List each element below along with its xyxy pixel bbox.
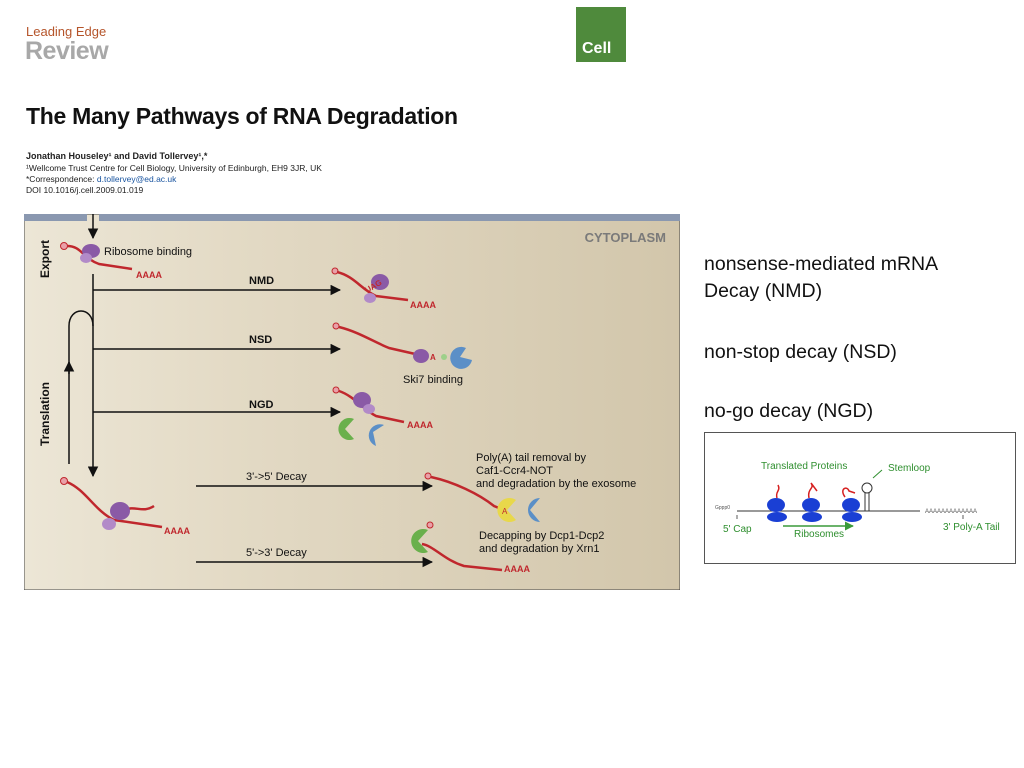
ribosome-small-1 — [767, 512, 787, 522]
paper-authors: Jonathan Houseley¹ and David Tollervey¹,… — [26, 151, 208, 161]
cap-label: 5' Cap — [723, 524, 752, 535]
ribosome-ngd — [353, 392, 371, 408]
caf1-ccr4 — [497, 498, 516, 522]
caption-nmd: nonsense-mediated mRNA Decay (NMD) — [704, 251, 938, 305]
cap-code: Gppp0 — [715, 505, 730, 511]
correspondence-email[interactable]: d.tollervey@ed.ac.uk — [96, 174, 177, 184]
correspondence-label: *Correspondence: — [26, 174, 97, 184]
polya-5-3: AAAA — [504, 564, 530, 574]
ribosome-nmd-small — [364, 293, 376, 303]
cap-3-5 — [424, 472, 432, 480]
ribosome-large-1 — [767, 498, 785, 512]
ribosome-large-3 — [842, 498, 860, 512]
paper-correspondence: *Correspondence: d.tollervey@ed.ac.uk — [26, 174, 176, 185]
paper-title: The Many Pathways of RNA Degradation — [26, 103, 458, 129]
protein-2 — [807, 482, 818, 499]
translation-inset: Translated Proteins Stemloop Gppp0 AAAAA… — [704, 432, 1016, 564]
cell-logo: Cell — [576, 7, 626, 62]
decay-3-5-label: 3'->5' Decay — [246, 471, 307, 483]
xrn1-ngd — [338, 418, 354, 440]
polya-removal-line3: and degradation by the exosome — [476, 478, 636, 490]
exosome-nsd — [450, 346, 472, 369]
protein-3 — [842, 487, 856, 498]
exosome-3-5 — [528, 498, 540, 522]
decapping-line2: and degradation by Xrn1 — [479, 543, 599, 555]
leading-edge-label: Leading Edge — [26, 24, 107, 39]
polya-tail-label: 3' Poly-A Tail — [943, 522, 1000, 533]
stemloop-label: Stemloop — [888, 463, 931, 474]
cell-logo-text: Cell — [582, 40, 612, 57]
rna-degradation-figure: CYTOPLASM Export Translation Ribosome bi… — [24, 214, 680, 590]
ribosome-top-small — [80, 253, 92, 263]
ribosome-large-2 — [802, 498, 820, 512]
caption-nmd-line1: nonsense-mediated mRNA — [704, 253, 939, 275]
caption-nmd-line2: Decay (NMD) — [704, 280, 823, 302]
translation-label: Translation — [38, 382, 52, 446]
figure-background — [24, 214, 680, 590]
nuclear-envelope-right — [99, 214, 680, 221]
nsd-label: NSD — [249, 334, 272, 346]
caption-nsd: non-stop decay (NSD) — [704, 341, 897, 363]
export-label: Export — [38, 240, 52, 278]
ribosome-nsd — [413, 349, 429, 363]
decapping-line1: Decapping by Dcp1-Dcp2 — [479, 530, 604, 542]
ski7-label: Ski7 binding — [403, 374, 463, 386]
translation-loop — [68, 310, 94, 464]
inset-diagram: Translated Proteins Stemloop Gppp0 AAAAA… — [715, 461, 1000, 540]
translated-proteins-label: Translated Proteins — [761, 461, 847, 472]
paper-affiliation: ¹Wellcome Trust Centre for Cell Biology,… — [26, 163, 322, 173]
polya-removal-line2: Caf1-Ccr4-NOT — [476, 465, 553, 477]
cap-5-3 — [426, 521, 434, 529]
mrna-nsd — [338, 325, 425, 358]
mrna-3-5 — [430, 475, 505, 512]
cap-bottom — [60, 477, 68, 485]
nsd-a-mark: A — [430, 353, 436, 362]
ribosome-nmd — [371, 274, 389, 290]
ribosomes-label: Ribosomes — [794, 529, 844, 540]
ribosome-small-2 — [802, 512, 822, 522]
a-mark-3-5: A — [502, 507, 508, 516]
tail-code: AAAAAAAAAAAAA — [925, 509, 977, 515]
ribosome-bottom — [110, 502, 130, 520]
stemloop-loop — [861, 482, 873, 494]
cap-ngd — [332, 386, 340, 394]
nmd-label: NMD — [249, 275, 274, 287]
protein-1 — [775, 484, 780, 499]
review-label: Review — [25, 37, 109, 65]
ribosome-ngd-small — [363, 404, 375, 414]
nuclear-envelope-left — [24, 214, 87, 221]
ribosome-bottom-small — [102, 518, 116, 530]
mrna-nmd — [336, 270, 409, 302]
paper-doi: DOI 10.1016/j.cell.2009.01.019 — [26, 185, 144, 195]
mrna-5-3 — [421, 542, 503, 572]
polya-nmd: AAAA — [410, 300, 436, 310]
ngd-label: NGD — [249, 399, 274, 411]
polya-top: AAAA — [136, 270, 162, 280]
ribosome-small-3 — [842, 512, 862, 522]
exosome-ngd — [368, 424, 384, 446]
polya-removal-line1: Poly(A) tail removal by — [476, 452, 587, 464]
decay-5-3-label: 5'->3' Decay — [246, 547, 307, 559]
cap-nsd — [332, 322, 340, 330]
caption-ngd: no-go decay (NGD) — [704, 400, 874, 422]
ski7-dot — [441, 354, 447, 360]
cytoplasm-label: CYTOPLASM — [585, 230, 666, 245]
stemloop-pointer — [872, 469, 883, 479]
polya-bottom: AAAA — [164, 526, 190, 536]
polya-ngd: AAAA — [407, 420, 433, 430]
cap-top — [60, 242, 68, 250]
ribosome-binding-label: Ribosome binding — [104, 246, 192, 258]
xrn1-5-3 — [411, 529, 428, 553]
